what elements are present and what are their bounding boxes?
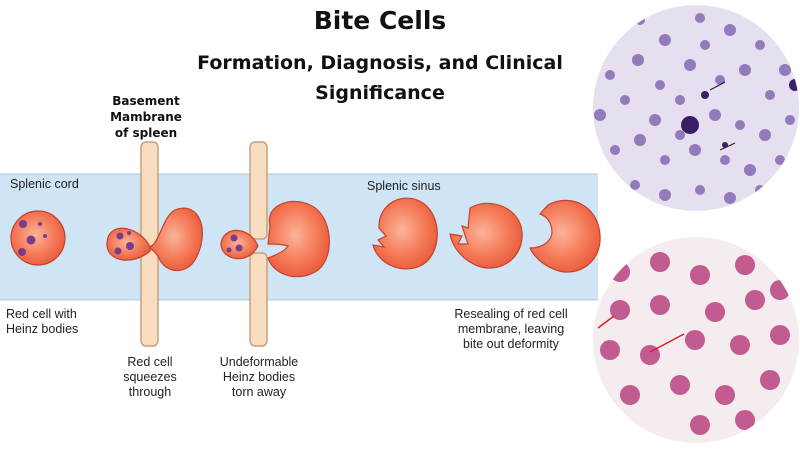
splenic-sinus-label: Splenic sinus [367,179,441,193]
membrane-post-2 [249,141,268,347]
stage2-label: Red cell squeezes through [123,355,177,399]
stage1-label: Red cell with Heinz bodies [6,307,79,336]
heinz-body [126,242,134,250]
heinz-body [127,231,131,235]
page-title: Bite Cells [313,6,447,35]
arrow [597,315,615,329]
bite-cell-2 [449,202,523,269]
micrograph-heinz-stain [593,5,799,211]
heinz-body [116,232,124,240]
stage3-label: Undeformable Heinz bodies torn away [219,355,299,399]
splenic-cord-label: Splenic cord [10,177,79,191]
heinz-body [26,235,36,245]
rbc-squeezing-through [106,207,203,272]
arrow [649,333,685,353]
bite-cell-3 [529,199,601,273]
heinz-body [18,248,26,256]
membrane-label: Basement Mambrane of spleen [110,94,182,140]
heinz-body [114,247,122,255]
rbc-with-heinz-bodies [10,210,66,266]
micrograph-bite-cells [593,237,799,443]
heinz-body [43,234,47,238]
heinz-body [230,234,238,242]
heinz-body [235,244,243,252]
membrane-post-1 [140,141,159,347]
stage4-label: Resealing of red cell membrane, leaving … [454,307,568,351]
heinz-body [19,220,27,228]
page-subtitle: Formation, Diagnosis, and Clinical Signi… [197,52,563,104]
bite-cell-1 [372,197,438,270]
rbc-heinz-bodies-torn-away [220,201,330,278]
heinz-body [38,222,42,226]
heinz-body [226,247,232,253]
